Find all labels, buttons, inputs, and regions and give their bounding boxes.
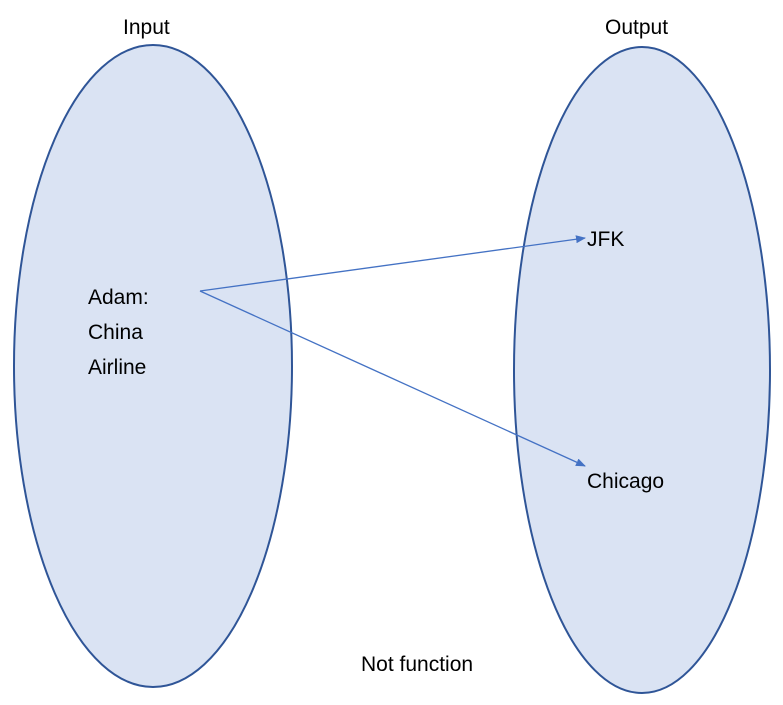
input-title: Input xyxy=(123,16,170,39)
output-set-ellipse xyxy=(513,46,771,694)
output-item-jfk: JFK xyxy=(587,228,625,251)
output-item-chicago: Chicago xyxy=(587,470,665,493)
input-item-line: China xyxy=(88,321,143,344)
input-item-line: Adam: xyxy=(88,286,149,309)
diagram-caption: Not function xyxy=(361,653,474,676)
arrow-to-jfk xyxy=(199,235,586,292)
input-item-line: Airline xyxy=(88,356,147,379)
arrow-to-chicago xyxy=(199,290,586,467)
input-set-ellipse xyxy=(13,44,293,688)
output-title: Output xyxy=(605,16,669,39)
